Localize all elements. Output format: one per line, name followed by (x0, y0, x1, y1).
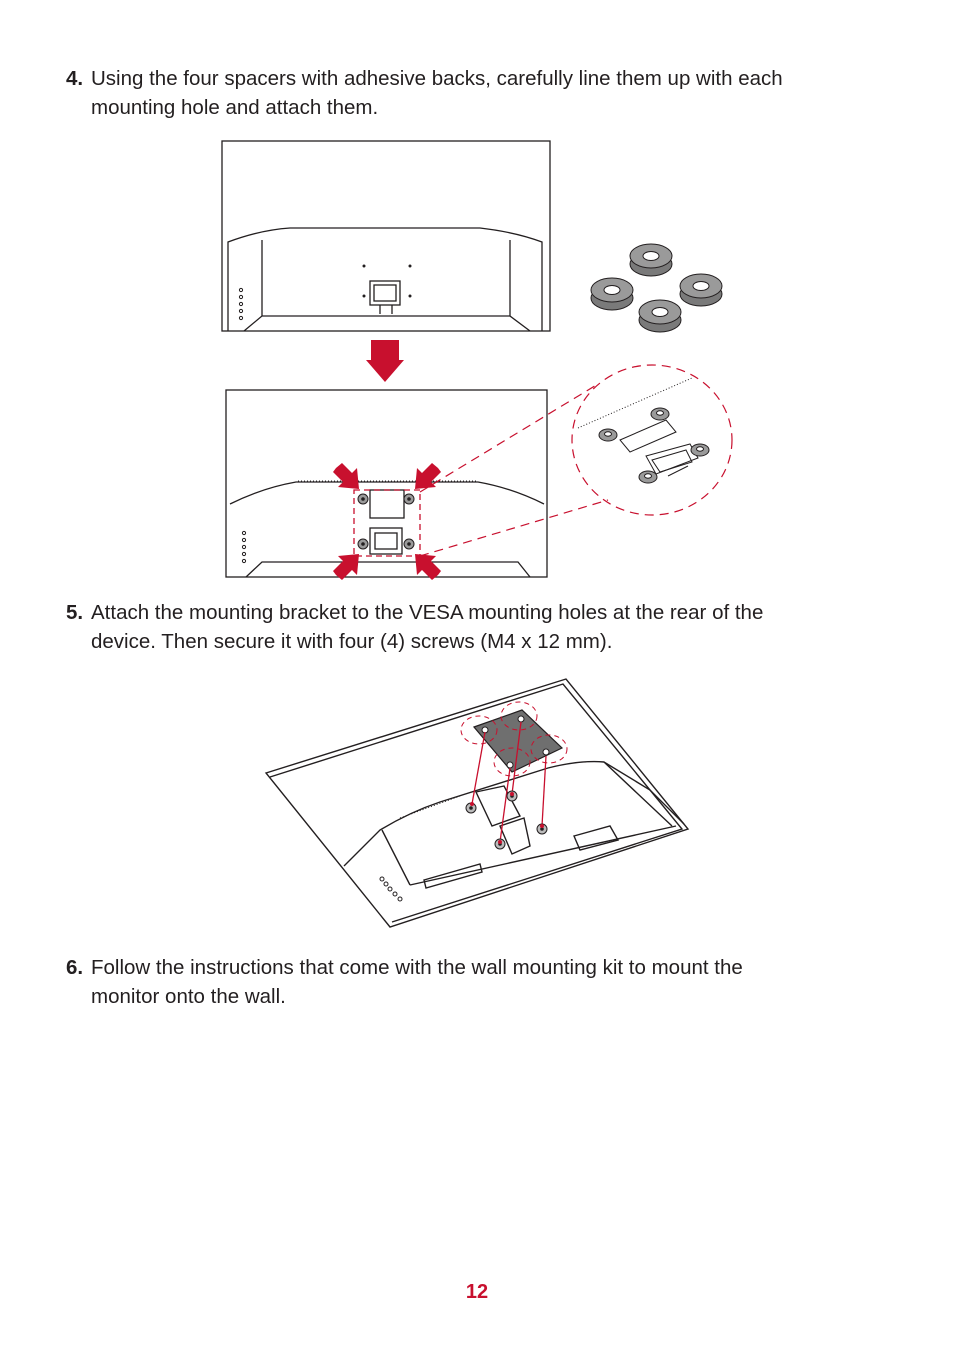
vent-row (400, 796, 460, 818)
button-dots (380, 877, 402, 901)
step-text-line1: Follow the instructions that come with t… (91, 956, 743, 979)
step-number: 6. (66, 953, 91, 982)
screw-heads (470, 792, 544, 844)
step-text-line2: monitor onto the wall. (66, 982, 866, 1011)
step-6: 6.Follow the instructions that come with… (66, 953, 866, 1011)
page-number: 12 (0, 1281, 954, 1304)
bracket-attach-illustration (0, 0, 954, 960)
